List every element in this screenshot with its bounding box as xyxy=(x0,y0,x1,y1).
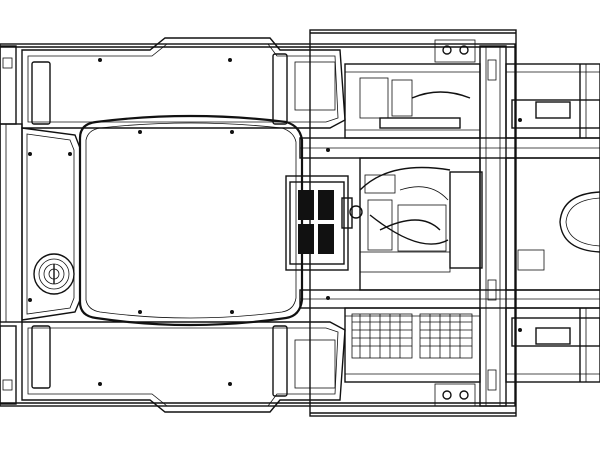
vertical-crossbeam xyxy=(479,45,507,407)
fuel-cap xyxy=(33,253,75,295)
rear-axle-plate xyxy=(505,157,600,291)
right-lower-suspension xyxy=(505,307,600,383)
controller-block xyxy=(341,157,483,291)
left-housing xyxy=(21,127,81,321)
upper-deck-panel xyxy=(21,37,346,129)
lower-mechanism xyxy=(344,307,481,407)
upper-mechanism xyxy=(344,39,481,139)
fasteners xyxy=(28,58,522,386)
lower-deck-panel xyxy=(21,321,346,413)
right-upper-suspension xyxy=(505,63,600,139)
battery-box xyxy=(285,175,349,271)
seat-cushion xyxy=(78,114,304,327)
left-edge-brackets xyxy=(0,45,23,405)
